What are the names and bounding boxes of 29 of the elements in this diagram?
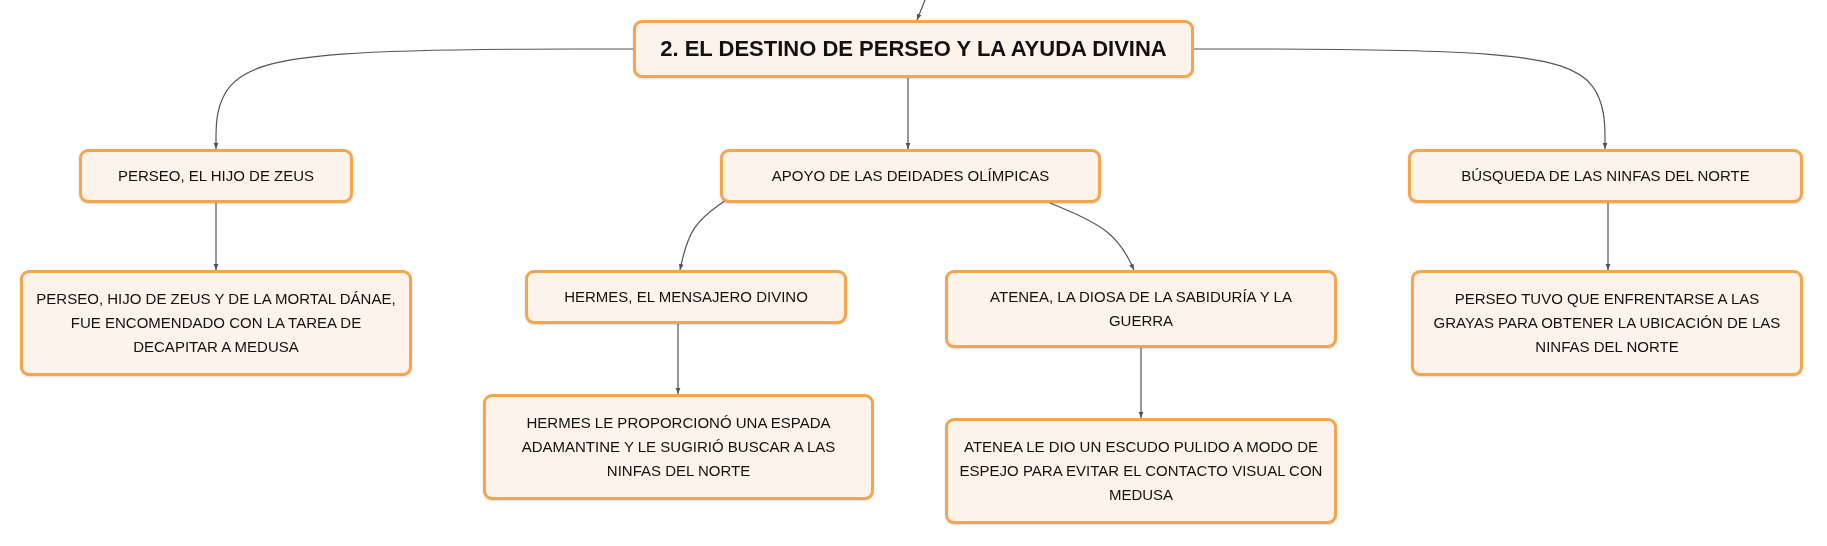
node-text: ATENEA, LA DIOSA DE LA SABIDURÍA Y LA GUERRA bbox=[989, 287, 1293, 331]
connector-arrow bbox=[213, 48, 634, 150]
connector-arrow bbox=[1193, 48, 1608, 150]
node-text: HERMES LE PROPORCIONÓ UNA ESPADA ADAMANTINE Y LE SUGIRIÓ BUSCAR A LAS NINFAS DEL NORTE bbox=[520, 413, 837, 481]
connector-arrow bbox=[1138, 347, 1144, 419]
topic-box bbox=[720, 149, 1101, 203]
detail-box bbox=[945, 418, 1337, 524]
connector-arrow bbox=[916, 0, 926, 21]
connector-arrow bbox=[675, 323, 681, 395]
connector-arrow bbox=[213, 202, 219, 271]
node-text: ATENEA LE DIO UN ESCUDO PULIDO A MODO DE ESPEJO PARA EVITAR EL CONTACTO VISUAL CON MEDUSA bbox=[958, 437, 1324, 505]
node-text: PERSEO, HIJO DE ZEUS Y DE LA MORTAL DÁNAE, FUE ENCOMENDADO CON LA TAREA DE DECAPITAR A MEDUSA bbox=[35, 289, 397, 357]
detail-box bbox=[1411, 270, 1803, 376]
node-text: PERSEO, EL HIJO DE ZEUS bbox=[117, 166, 315, 186]
topic-box bbox=[79, 149, 353, 203]
topic-box bbox=[1408, 149, 1803, 203]
title-text: 2. EL DESTINO DE PERSEO Y LA AYUDA DIVINA bbox=[660, 35, 1167, 63]
connector-arrow bbox=[1049, 202, 1135, 271]
connector-arrow bbox=[905, 77, 911, 150]
title-box bbox=[633, 20, 1194, 78]
topic-box bbox=[525, 270, 847, 324]
node-text: PERSEO TUVO QUE ENFRENTARSE A LAS GRAYAS PARA OBTENER LA UBICACIÓN DE LAS NINFAS DEL NORTE bbox=[1432, 289, 1782, 357]
node-text: HERMES, EL MENSAJERO DIVINO bbox=[564, 287, 808, 307]
connector-arrow bbox=[1605, 202, 1611, 271]
detail-box bbox=[20, 270, 412, 376]
node-text: APOYO DE LAS DEIDADES OLÍMPICAS bbox=[771, 166, 1050, 186]
topic-box bbox=[945, 270, 1337, 348]
node-text: BÚSQUEDA DE LAS NINFAS DEL NORTE bbox=[1461, 166, 1750, 186]
detail-box bbox=[483, 394, 874, 500]
